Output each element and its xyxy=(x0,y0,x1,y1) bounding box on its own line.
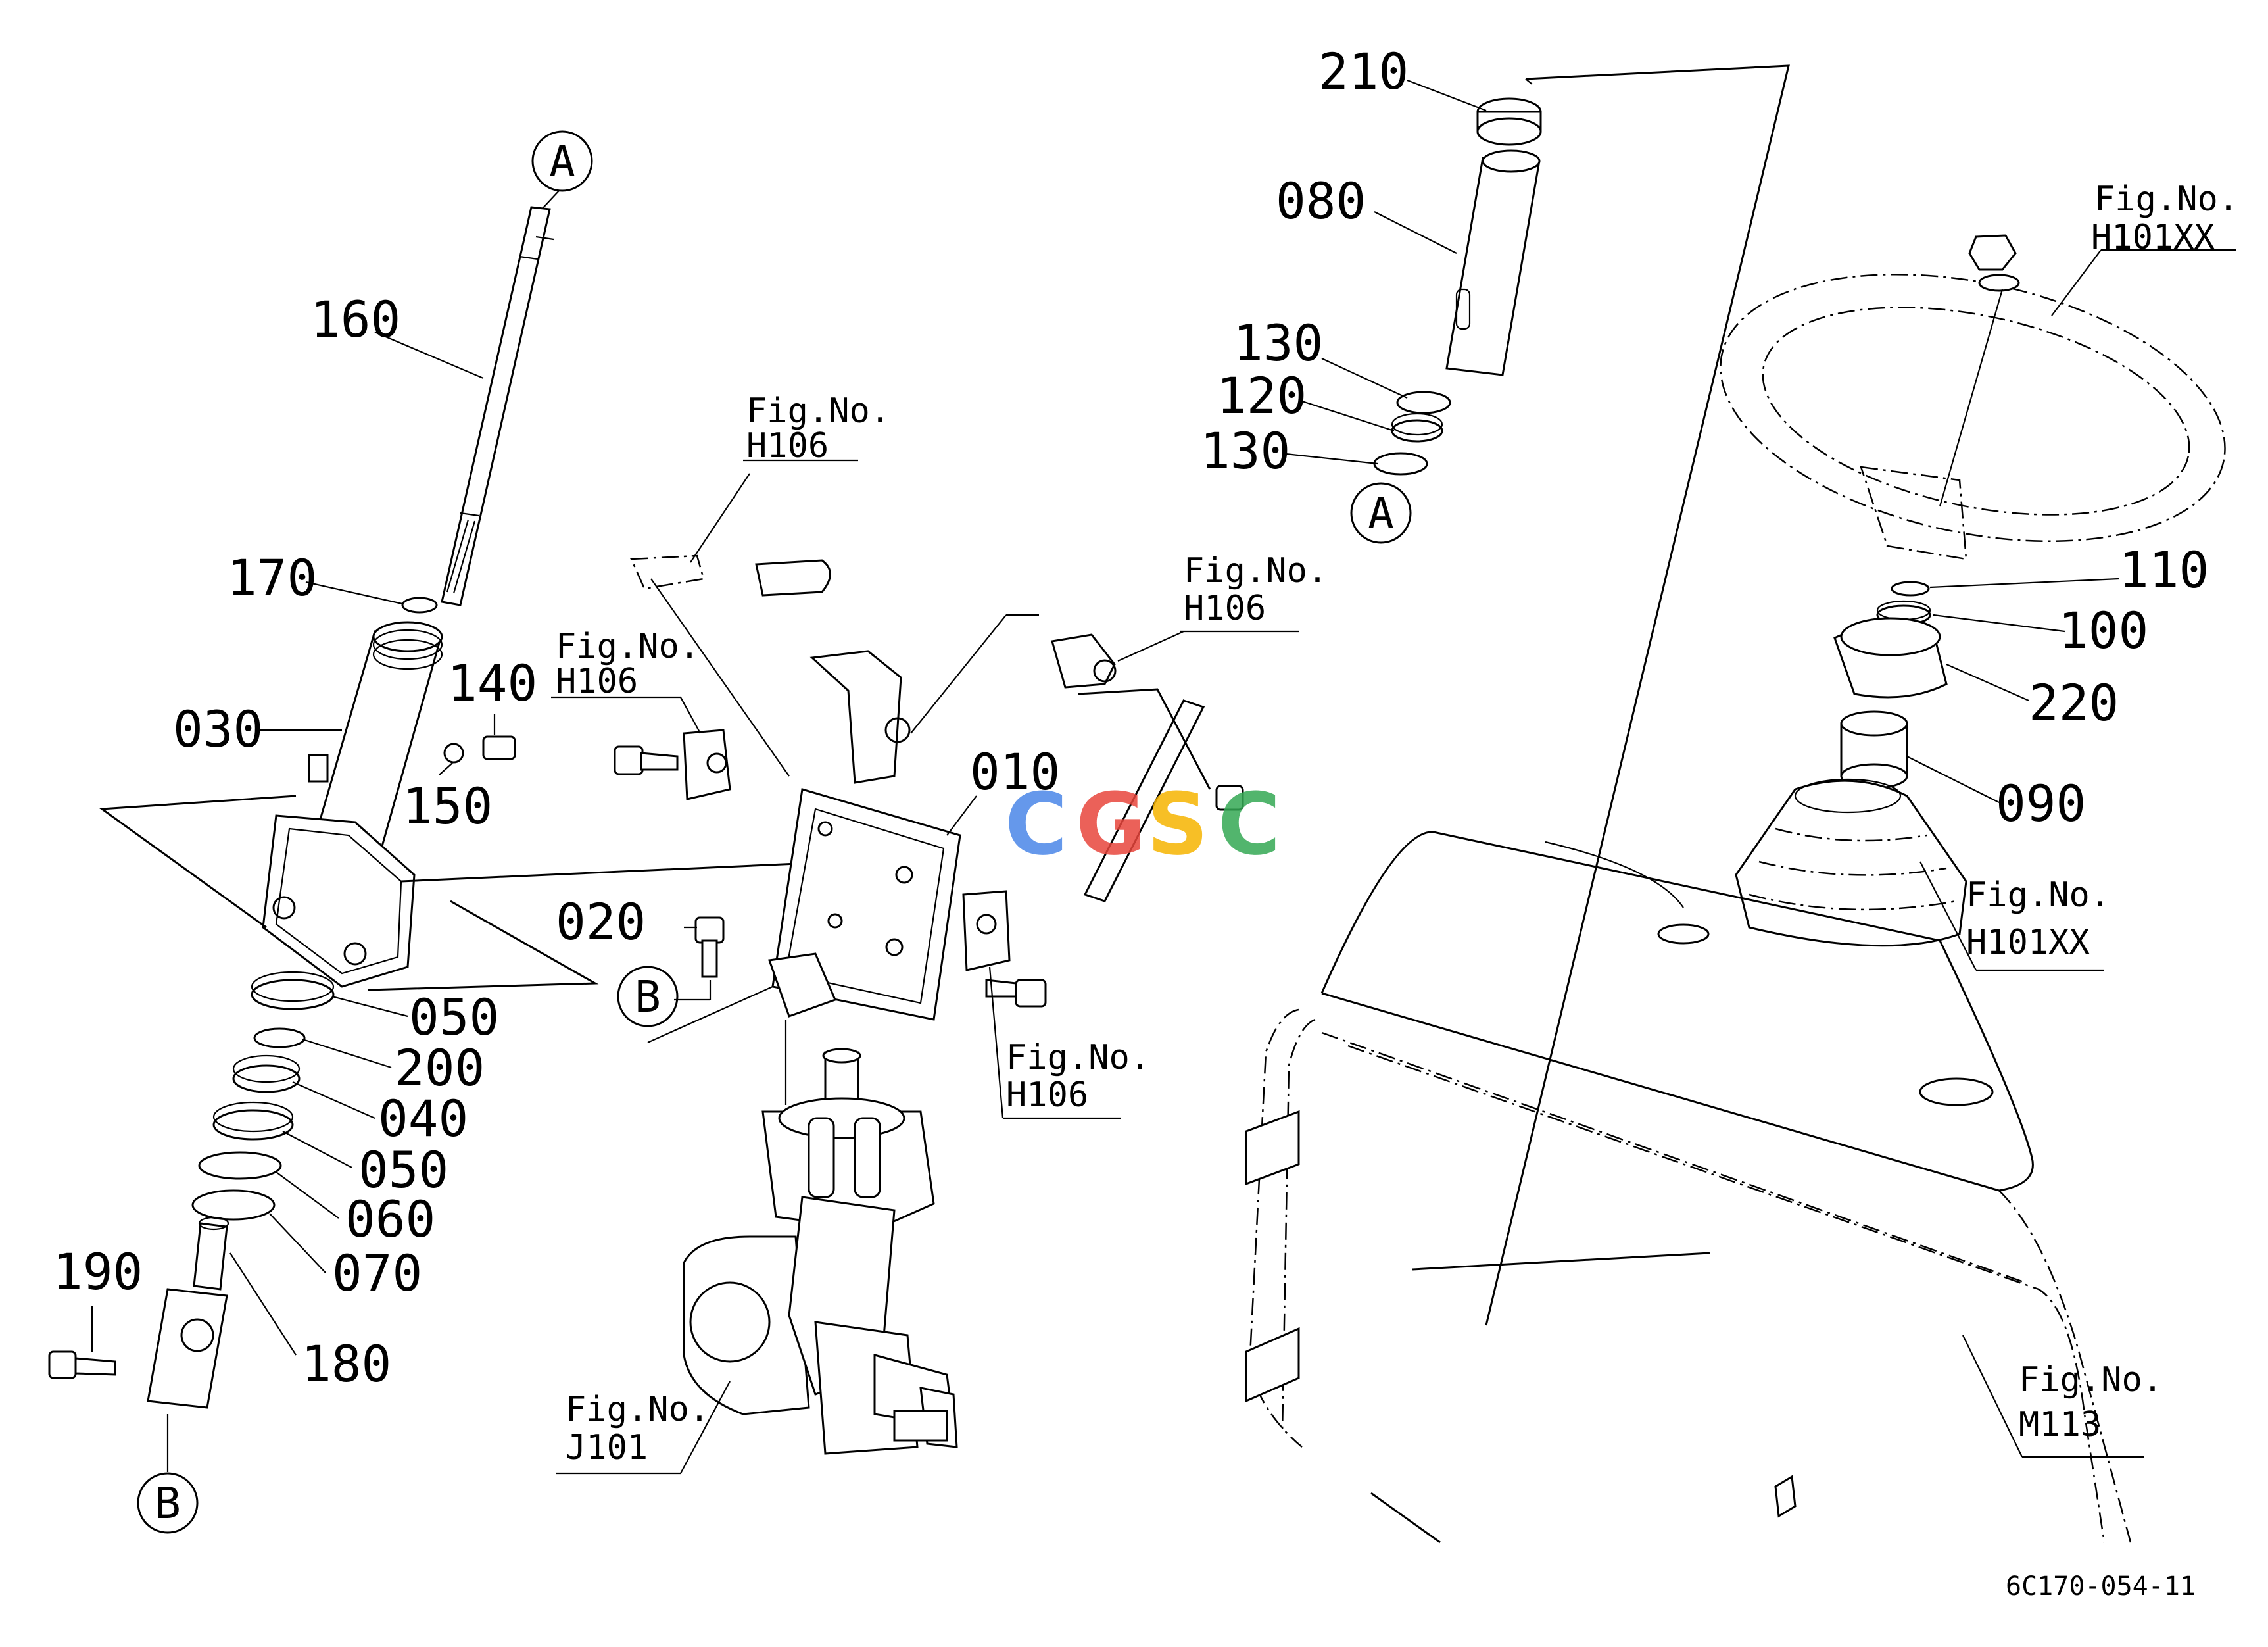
ref-h106-left-label: Fig.No. xyxy=(556,627,700,666)
ref-h101xx-boot-label: Fig.No. xyxy=(1966,875,2110,915)
ref-m113-label: Fig.No. xyxy=(2019,1360,2163,1400)
watermark-logo: C G S C xyxy=(1005,774,1280,874)
callout-040: 040 xyxy=(378,1089,468,1148)
marker-a-circle xyxy=(531,130,593,192)
callout-070: 070 xyxy=(332,1244,422,1302)
ref-h106-left-code: H106 xyxy=(556,662,638,701)
column-bracket xyxy=(99,795,842,991)
universal-joint xyxy=(147,1216,229,1409)
callout-100: 100 xyxy=(2058,601,2148,660)
marker-b-bracket: B xyxy=(635,971,661,1022)
ref-h106-right-code: H106 xyxy=(1184,589,1266,628)
ref-h106-lower-label: Fig.No. xyxy=(1006,1038,1150,1077)
ref-j101-code: J101 xyxy=(566,1428,648,1467)
callout-080: 080 xyxy=(1276,172,1366,230)
ref-h101xx-top-label: Fig.No. xyxy=(2094,180,2238,219)
ref-j101-label: Fig.No. xyxy=(566,1390,710,1429)
drawing-code: 6C170-054-11 xyxy=(2006,1571,2196,1602)
callout-050-b: 050 xyxy=(358,1141,448,1199)
callout-160: 160 xyxy=(310,290,400,349)
callout-010: 010 xyxy=(970,743,1060,801)
column-boot xyxy=(1735,778,1967,947)
ref-h106-lower-code: H106 xyxy=(1006,1075,1088,1115)
dashboard-panel xyxy=(1245,831,2132,1544)
callout-050-a: 050 xyxy=(409,988,499,1046)
callout-220: 220 xyxy=(2029,674,2119,732)
callout-110: 110 xyxy=(2119,541,2209,599)
steering-wheel xyxy=(1720,234,2226,560)
ref-h106-right-label: Fig.No. xyxy=(1184,551,1328,591)
steering-column-assembly: A xyxy=(48,130,842,1534)
pedal-bracket-assembly xyxy=(614,554,1244,1021)
watermark-letter-1: C xyxy=(1005,774,1067,874)
callout-130-a: 130 xyxy=(1233,314,1323,372)
callout-130-b: 130 xyxy=(1200,422,1290,480)
ref-h106-top-label: Fig.No. xyxy=(746,391,890,431)
column-tube xyxy=(308,621,443,850)
callout-210: 210 xyxy=(1318,42,1409,101)
watermark-letter-3: S xyxy=(1147,774,1209,874)
column-cover-assembly: A xyxy=(1350,64,1790,1326)
callout-030: 030 xyxy=(173,700,263,758)
callout-200: 200 xyxy=(395,1039,485,1097)
steering-gearbox xyxy=(683,1020,958,1455)
callout-170: 170 xyxy=(227,549,317,607)
callout-150: 150 xyxy=(402,777,493,835)
callout-020: 020 xyxy=(556,893,646,951)
column-nut-stack xyxy=(1833,581,1948,789)
watermark-letter-2: G xyxy=(1076,774,1146,874)
marker-b-bottom: B xyxy=(155,1478,181,1529)
ref-h106-top-code: H106 xyxy=(746,426,829,466)
callout-060: 060 xyxy=(345,1190,435,1248)
ref-h101xx-boot-code: H101XX xyxy=(1966,923,2090,962)
callout-190: 190 xyxy=(53,1242,143,1301)
callout-090: 090 xyxy=(1996,774,2086,833)
callout-120: 120 xyxy=(1217,366,1307,425)
marker-a-top: A xyxy=(549,136,575,187)
bearing-stack xyxy=(191,971,335,1221)
ref-m113-code: M113 xyxy=(2019,1405,2101,1444)
callout-180: 180 xyxy=(301,1335,391,1393)
watermark-letter-4: C xyxy=(1218,774,1280,874)
clamp-bolt xyxy=(48,1350,116,1379)
steering-shaft xyxy=(441,206,554,606)
marker-a-right: A xyxy=(1368,488,1394,539)
callout-140: 140 xyxy=(447,654,537,712)
ref-h101xx-top-code: H101XX xyxy=(2091,218,2215,257)
